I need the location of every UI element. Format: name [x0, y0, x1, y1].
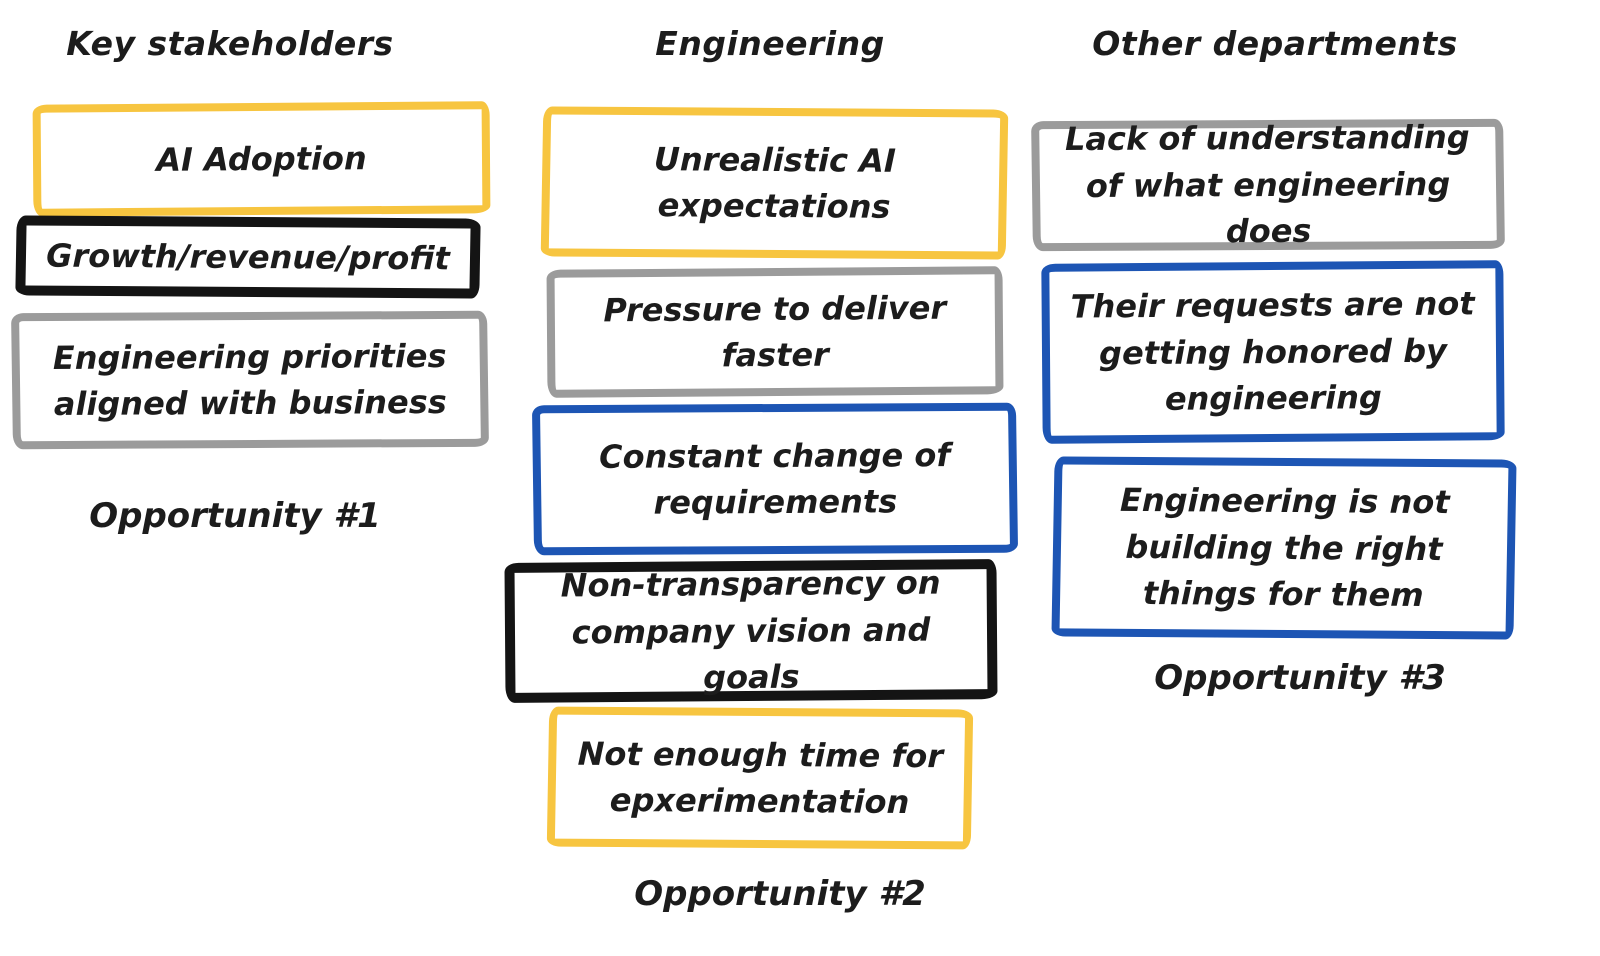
card-lack-of-understanding[interactable]: Lack of understanding of what engineerin…: [1031, 118, 1505, 252]
column-header-key-stakeholders: Key stakeholders: [66, 24, 394, 63]
card-requests-not-honored[interactable]: Their requests are not getting honored b…: [1041, 260, 1505, 444]
card-ai-adoption[interactable]: AI Adoption: [32, 101, 491, 217]
opportunity-1-label: Opportunity #1: [89, 496, 381, 536]
card-non-transparency-vision-goals[interactable]: Non-transparency on company vision and g…: [504, 559, 998, 703]
card-text: Unrealistic AI expectations: [653, 139, 897, 226]
card-not-building-right-things[interactable]: Engineering is not building the right th…: [1051, 456, 1517, 640]
column-header-other-departments: Other departments: [1092, 24, 1458, 63]
opportunity-3-label: Opportunity #3: [1154, 658, 1446, 698]
card-growth-revenue-profit[interactable]: Growth/revenue/profit: [15, 215, 481, 299]
card-text: Growth/revenue/profit: [45, 236, 451, 278]
card-pressure-to-deliver-faster[interactable]: Pressure to deliver faster: [546, 266, 1004, 398]
card-text: Engineering priorities aligned with busi…: [52, 336, 448, 424]
card-text: Not enough time for epxerimentation: [577, 734, 944, 822]
card-text: AI Adoption: [156, 138, 367, 179]
card-text: Pressure to deliver faster: [603, 288, 947, 375]
card-text: Lack of understanding of what engineerin…: [1064, 118, 1470, 251]
card-engineering-priorities[interactable]: Engineering priorities aligned with busi…: [11, 310, 489, 450]
card-unrealistic-ai-expectations[interactable]: Unrealistic AI expectations: [540, 106, 1009, 260]
card-text: Their requests are not getting honored b…: [1070, 284, 1475, 419]
card-text: Constant change of requirements: [598, 435, 951, 522]
card-constant-change-of-requirements[interactable]: Constant change of requirements: [531, 402, 1019, 556]
card-text: Non-transparency on company vision and g…: [560, 563, 941, 697]
card-text: Engineering is not building the right th…: [1119, 481, 1450, 615]
card-not-enough-time-experimentation[interactable]: Not enough time for epxerimentation: [546, 706, 974, 850]
column-header-engineering: Engineering: [655, 24, 885, 63]
opportunity-2-label: Opportunity #2: [634, 874, 926, 914]
